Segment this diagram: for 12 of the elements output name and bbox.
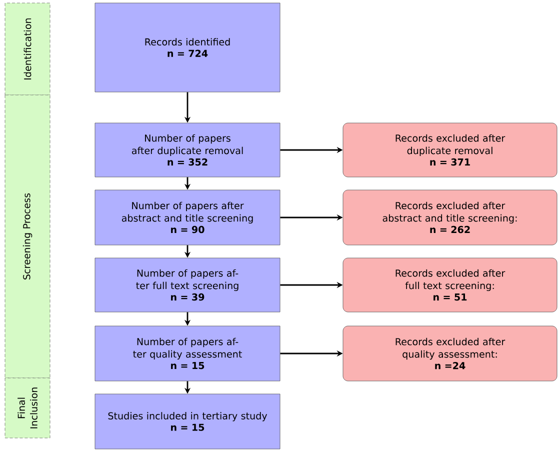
exclusion-box: Records excluded after abstract and title screening: n = 262 [342,190,558,246]
process-box: Number of papers after abstract and title screening n = 90 [94,190,280,246]
process-box: Studies included in tertiary study n = 15 [94,394,280,450]
stage-band: Identification [4,2,50,96]
exclusion-box: Records excluded after quality assessment: n =24 [342,326,558,382]
process-box: Number of papers after duplicate removal n = 352 [94,122,280,178]
stage-band: Final Inclusion [4,378,50,438]
process-box: Number of papers af- ter quality assessment n = 15 [94,326,280,382]
exclusion-box: Records excluded after duplicate removal n = 371 [342,122,558,178]
process-box: Records identified n = 724 [94,2,280,92]
process-box: Number of papers af- ter full text screening n = 39 [94,258,280,312]
exclusion-box: Records excluded after full text screening: n = 51 [342,258,558,312]
